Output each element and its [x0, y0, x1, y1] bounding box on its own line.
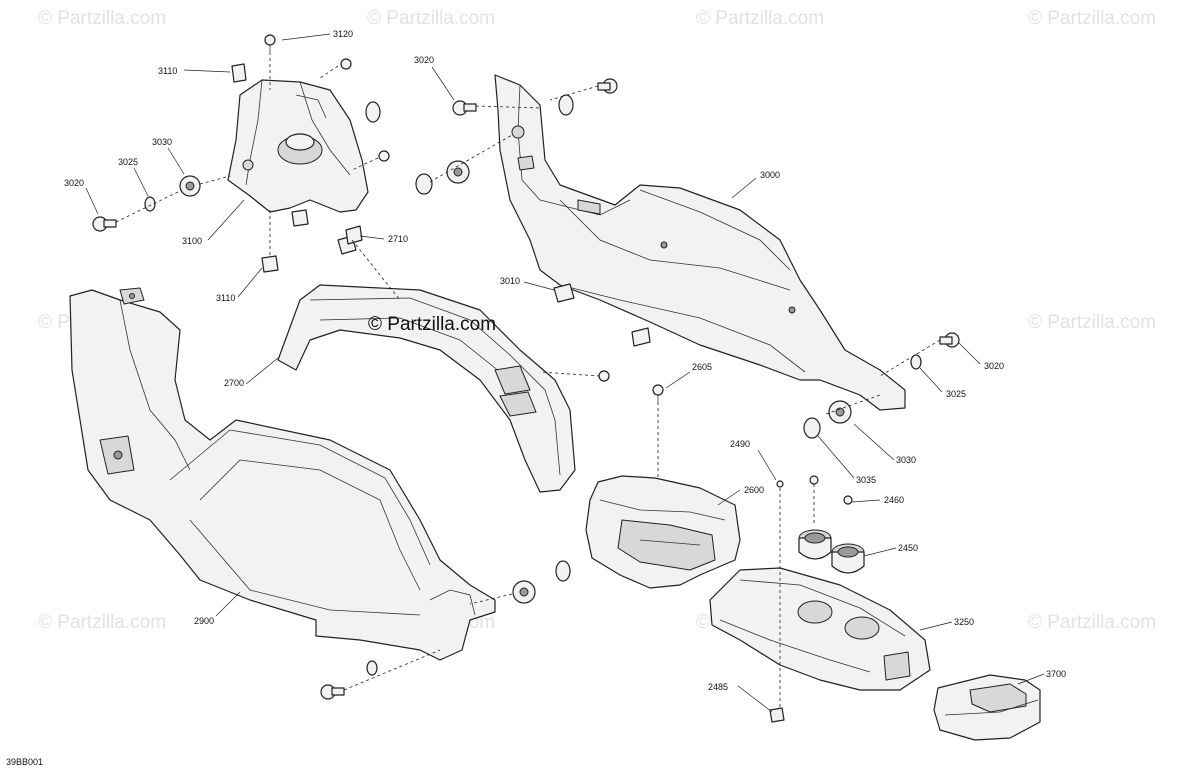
- callout-label[interactable]: 3020: [414, 55, 434, 65]
- callout-label[interactable]: 3110: [216, 293, 235, 303]
- insert-icon[interactable]: [345, 225, 363, 245]
- nut-icon[interactable]: [769, 707, 785, 723]
- watermark: © Partzilla.com: [1028, 312, 1156, 333]
- callout-label[interactable]: 3000: [760, 170, 780, 180]
- part-2900-left-panel[interactable]: [69, 287, 496, 661]
- callout-label[interactable]: 2490: [730, 439, 750, 449]
- watermark: © Partzilla.com: [38, 8, 166, 29]
- part-2450-cup-holder[interactable]: [798, 529, 865, 574]
- bolt-icon[interactable]: [452, 100, 477, 116]
- callout-label[interactable]: 2450: [898, 543, 918, 553]
- bolt-icon[interactable]: [320, 684, 345, 700]
- screw-icon[interactable]: [340, 58, 352, 70]
- callout-label[interactable]: 3030: [152, 137, 172, 147]
- bolt-icon[interactable]: [939, 332, 960, 348]
- washer-icon[interactable]: [365, 101, 381, 123]
- watermark: © Partzilla.com: [1028, 8, 1156, 29]
- screw-icon[interactable]: [652, 384, 664, 402]
- bolt-icon[interactable]: [597, 78, 618, 94]
- callout-label[interactable]: 2605: [692, 362, 712, 372]
- fasteners: [92, 34, 960, 723]
- callout-label[interactable]: 2600: [744, 485, 764, 495]
- callout-label[interactable]: 3025: [946, 389, 966, 399]
- callout-label[interactable]: 3100: [182, 236, 202, 246]
- watermark: © Partzilla.com: [367, 8, 495, 29]
- watermark: © Partzilla.com: [1028, 612, 1156, 633]
- callout-label[interactable]: 2485: [708, 682, 728, 692]
- watermark: © Partzilla.com: [696, 8, 824, 29]
- callout-label[interactable]: 3030: [896, 455, 916, 465]
- part-2600-bin[interactable]: [585, 475, 741, 589]
- watermark: © Partzilla.com: [38, 612, 166, 633]
- screw-icon[interactable]: [264, 34, 276, 52]
- assembly-lines: [115, 52, 941, 708]
- callout-label[interactable]: 3035: [856, 475, 876, 485]
- part-3000-right-panel[interactable]: [494, 74, 906, 411]
- callout-label[interactable]: 2900: [194, 616, 214, 626]
- washer-icon[interactable]: [558, 94, 574, 116]
- diagram-code: 39BB001: [6, 757, 43, 767]
- push-rivet-icon[interactable]: [828, 400, 852, 424]
- screw-icon[interactable]: [809, 475, 819, 485]
- push-rivet-icon[interactable]: [512, 580, 536, 604]
- screw-icon[interactable]: [776, 480, 784, 488]
- brand-text: © Partzilla.com: [368, 314, 496, 335]
- callout-label[interactable]: 3020: [64, 178, 84, 188]
- callout-label[interactable]: 3020: [984, 361, 1004, 371]
- callout-label[interactable]: 3250: [954, 617, 974, 627]
- leader-lines: [85, 33, 1045, 713]
- screw-icon[interactable]: [598, 370, 610, 382]
- callout-label[interactable]: 2710: [388, 234, 408, 244]
- push-rivet-icon[interactable]: [446, 160, 470, 184]
- callout-label[interactable]: 3110: [158, 66, 177, 76]
- push-rivet-icon[interactable]: [179, 175, 201, 197]
- clip-icon[interactable]: [631, 327, 651, 347]
- clip-icon[interactable]: [261, 255, 279, 273]
- bolt-icon[interactable]: [92, 216, 117, 232]
- part-2700-arch[interactable]: [277, 284, 576, 493]
- clip-icon[interactable]: [291, 209, 309, 227]
- screw-icon[interactable]: [843, 495, 853, 505]
- callout-labels: 3120 3110 3030 3025 3020 3100 3110 3020 …: [64, 29, 1066, 692]
- part-3250-console[interactable]: [709, 567, 931, 691]
- washer-icon[interactable]: [555, 560, 571, 582]
- washer-icon[interactable]: [803, 417, 821, 439]
- callout-label[interactable]: 3010: [500, 276, 520, 286]
- clip-icon[interactable]: [231, 63, 247, 83]
- callout-label[interactable]: 2700: [224, 378, 244, 388]
- washer-icon[interactable]: [415, 173, 433, 195]
- callout-label[interactable]: 3025: [118, 157, 138, 167]
- washer-icon[interactable]: [144, 196, 156, 212]
- clip-icon[interactable]: [553, 283, 575, 303]
- screw-icon[interactable]: [378, 150, 390, 162]
- callout-label[interactable]: 3120: [333, 29, 353, 39]
- washer-icon[interactable]: [366, 660, 378, 676]
- part-3700-cover[interactable]: [933, 674, 1041, 741]
- callout-label[interactable]: 2460: [884, 495, 904, 505]
- washer-icon[interactable]: [910, 354, 922, 370]
- part-3100-bracket[interactable]: [227, 79, 369, 213]
- callout-label[interactable]: 3700: [1046, 669, 1066, 679]
